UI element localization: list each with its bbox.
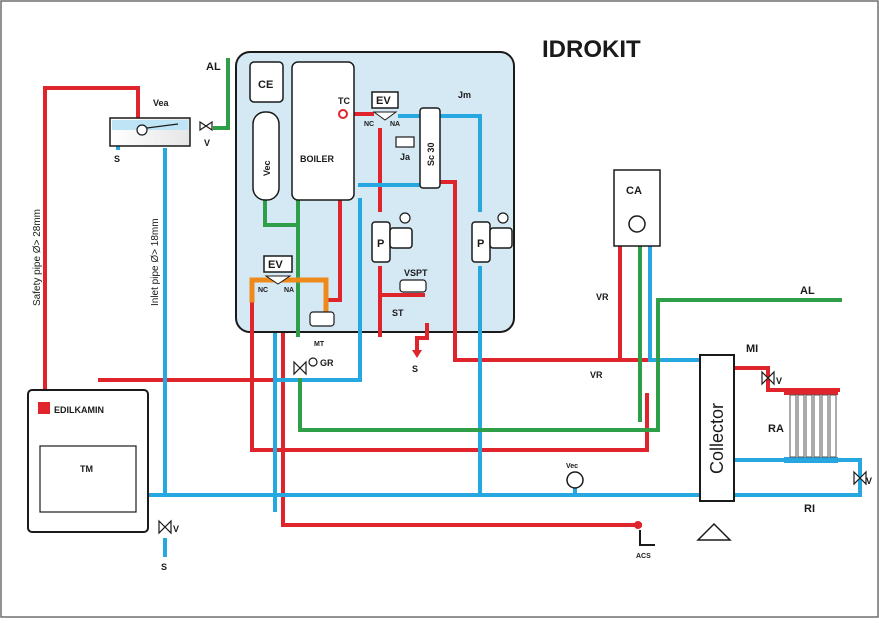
ca-pump-icon <box>628 215 646 233</box>
label-al-top: AL <box>206 61 221 73</box>
ev-left-orange <box>249 277 329 315</box>
tc-sensor-icon <box>338 109 348 119</box>
label-ra: RA <box>768 423 784 435</box>
label-tm: TM <box>80 464 93 474</box>
radiator <box>784 389 838 463</box>
label-vec-gauge: Vec <box>566 463 578 470</box>
green-return <box>298 298 660 432</box>
vec-gauge-icon <box>566 471 584 489</box>
label-s-bottom: S <box>161 562 167 572</box>
label-acs: ACS <box>636 553 651 560</box>
label-safety-pipe: Safety pipe Ø> 28mm <box>32 209 43 306</box>
label-na-left: NA <box>284 287 294 294</box>
vea-arm <box>146 123 179 129</box>
ca-return <box>648 246 702 362</box>
v-mi-valve-icon <box>761 370 775 386</box>
ce-box <box>249 61 284 103</box>
idrokit-title: IDROKIT <box>542 36 641 63</box>
label-ev-top: EV <box>376 95 391 107</box>
vea-water <box>112 120 188 130</box>
boiler-right-red <box>328 198 342 302</box>
tm-firebox <box>39 445 137 513</box>
collector-box <box>699 354 735 502</box>
label-vr-top: VR <box>596 292 609 302</box>
heating-flow-pipe <box>250 298 649 452</box>
ca-unit <box>613 169 661 247</box>
ev-top-valve-icon <box>372 111 398 121</box>
label-ri: RI <box>804 503 815 515</box>
label-ev-left: EV <box>268 259 283 271</box>
label-p-right: P <box>477 238 484 250</box>
vspt-valve <box>399 279 427 293</box>
gr-valve-icon <box>293 360 307 376</box>
jm-pipe <box>438 114 482 212</box>
v-bottom-valve-icon <box>158 519 172 535</box>
label-jm: Jm <box>458 90 471 100</box>
vspt-pipe <box>415 323 429 352</box>
s-mid-drain-icon <box>412 350 422 358</box>
label-v-mi: V <box>776 376 782 386</box>
shower-icon <box>696 522 732 541</box>
label-collector: Collector <box>707 403 727 474</box>
acs-hot-pipe <box>281 333 642 527</box>
ev-top-box <box>371 91 399 109</box>
label-p-left: P <box>377 238 384 250</box>
label-v-bottom: V <box>173 524 179 534</box>
pump-left <box>371 212 413 263</box>
vea-float <box>136 124 148 136</box>
label-gr: GR <box>320 358 334 368</box>
label-boiler: BOILER <box>300 154 335 164</box>
label-vspt: VSPT <box>404 268 428 278</box>
label-tc: TC <box>338 96 350 106</box>
label-vr-bottom: VR <box>590 370 603 380</box>
label-edilkamin: EDILKAMIN <box>54 405 104 415</box>
al-top-pipe <box>213 58 230 130</box>
label-na-top: NA <box>390 121 400 128</box>
sc30-exchanger <box>419 107 441 189</box>
ev-left-valve-icon <box>264 275 292 285</box>
mt-mixer <box>309 311 335 327</box>
orange-pipes <box>249 277 329 315</box>
boiler-return-blue-2 <box>273 333 362 382</box>
ja-flow-switch <box>395 136 415 148</box>
label-vec-tank: Vec <box>262 160 272 176</box>
ca-flow-pipe <box>453 246 622 362</box>
label-ce: CE <box>258 79 273 91</box>
pump-right <box>471 212 513 263</box>
label-v-ri: V <box>866 476 872 486</box>
label-nc-left: NC <box>258 287 268 294</box>
label-s-mid: S <box>412 364 418 374</box>
label-al-right: AL <box>800 285 815 297</box>
v-ri-valve-icon <box>853 470 867 486</box>
acs-tap-icon <box>634 521 642 529</box>
acs-faucet <box>639 530 655 546</box>
v-top-valve-icon <box>199 120 213 132</box>
gr-gauge-icon <box>308 357 318 367</box>
safety-pipe <box>43 86 140 392</box>
label-inlet-pipe: Inlet pipe Ø> 18mm <box>150 218 161 306</box>
label-vea: Vea <box>153 98 170 108</box>
label-sc30: Sc 30 <box>426 142 436 166</box>
label-mi: MI <box>746 343 758 355</box>
label-nc-top: NC <box>364 121 374 128</box>
hot-pipes <box>43 86 840 527</box>
label-st: ST <box>392 308 404 318</box>
label-ca: CA <box>626 185 642 197</box>
label-ja: Ja <box>400 152 411 162</box>
label-mt: MT <box>314 341 325 348</box>
edilkamin-logo-icon <box>38 402 50 414</box>
vec-tank <box>252 111 280 201</box>
ev-left-box <box>263 255 293 273</box>
boiler-box <box>291 61 355 201</box>
label-s-left: S <box>114 154 120 164</box>
label-v-top: V <box>204 138 210 148</box>
